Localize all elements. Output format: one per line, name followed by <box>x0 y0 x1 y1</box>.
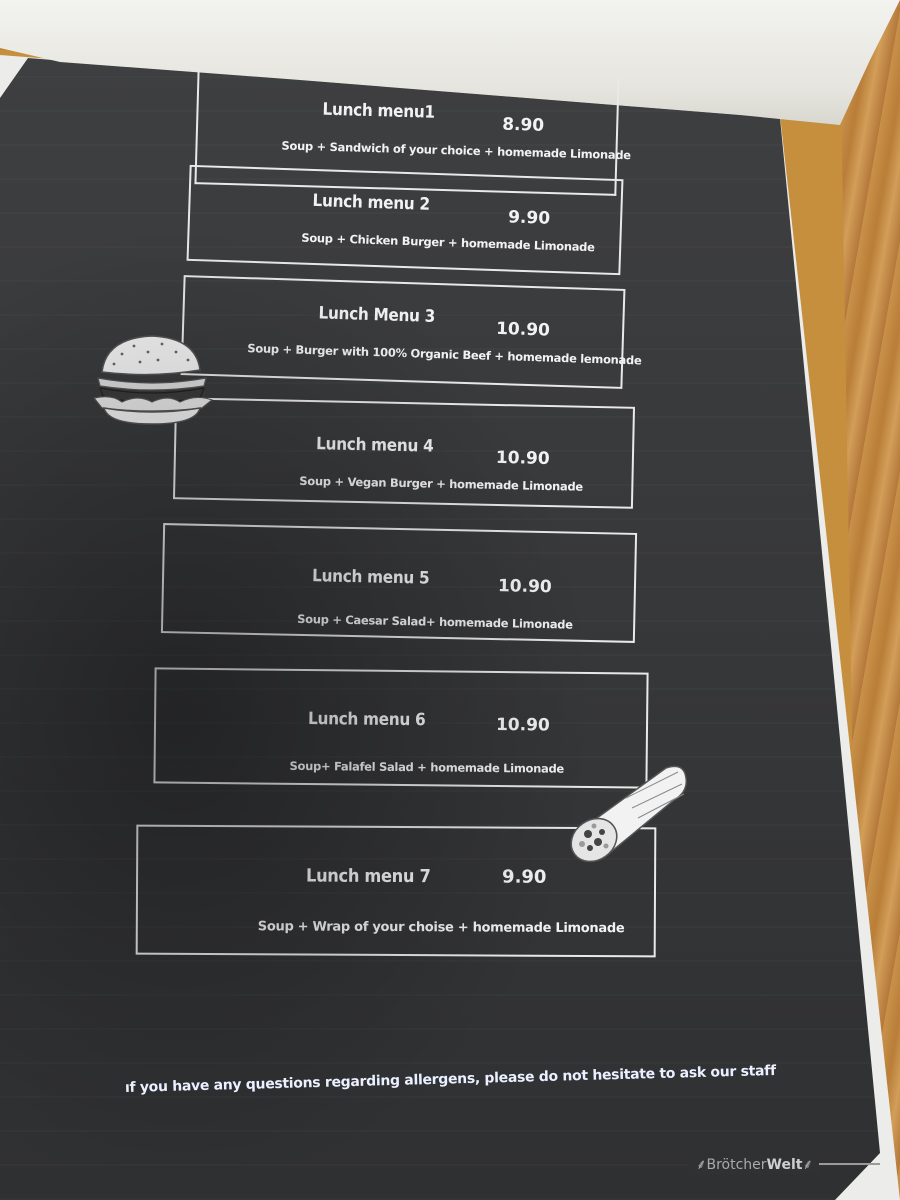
brand-name-part1: Brötcher <box>706 1157 767 1173</box>
menu-item-description: Soup + Caesar Salad+ homemade Limonade <box>297 611 573 632</box>
menu-item-4: Lunch menu 4 10.90 Soup + Vegan Burger +… <box>172 397 636 509</box>
menu-item-description: Soup + Sandwich of your choice + homemad… <box>281 138 631 163</box>
menu-item-2: Lunch menu 2 9.90 Soup + Chicken Burger … <box>186 164 624 276</box>
brand-name-part2: Welt <box>766 1157 803 1173</box>
menu-item-title: Lunch Menu 3 <box>318 303 436 327</box>
menu-item-price: 10.90 <box>495 714 550 736</box>
menu-item-title: Lunch menu1 <box>322 99 436 123</box>
menu-item-price: 10.90 <box>495 447 550 470</box>
menu-item-5: Lunch menu 5 10.90 Soup + Caesar Salad+ … <box>160 523 638 643</box>
menu-item-title: Lunch menu 2 <box>312 190 431 215</box>
menu-item-description: Soup + Burger with 100% Organic Beef + h… <box>247 341 642 368</box>
chalkboard-background <box>0 58 880 1200</box>
wrap-illustration <box>570 765 687 863</box>
menu-item-3: Lunch Menu 3 10.90 Soup + Burger with 10… <box>180 275 642 389</box>
menu-item-description: Soup + Chicken Burger + homemade Limonad… <box>301 230 595 255</box>
menu-item-title: Lunch menu 7 <box>306 865 431 888</box>
wheat-icon: ⸙ <box>802 1157 813 1173</box>
menu-item-title: Lunch menu 4 <box>315 434 434 457</box>
menu-item-price: 10.90 <box>495 318 551 341</box>
menu-item-description: Soup + Wrap of your choise + homemade Li… <box>257 919 625 937</box>
menu-item-title: Lunch menu 5 <box>311 566 430 589</box>
brand-logo: ⸙BrötcherWelt⸙ <box>690 1155 819 1174</box>
wheat-icon: ⸙ <box>696 1157 707 1173</box>
menu-item-title: Lunch menu 6 <box>307 709 426 731</box>
menu-item-description: Soup+ Falafel Salad + homemade Limonade <box>289 758 564 776</box>
burger-illustration <box>92 335 214 425</box>
menu-item-price: 9.90 <box>502 866 547 888</box>
menu-item-description: Soup + Vegan Burger + homemade Limonade <box>299 473 584 494</box>
menu-item-price: 10.90 <box>497 576 552 598</box>
menu-item-price: 9.90 <box>507 207 551 229</box>
menu-item-price: 8.90 <box>501 114 545 136</box>
